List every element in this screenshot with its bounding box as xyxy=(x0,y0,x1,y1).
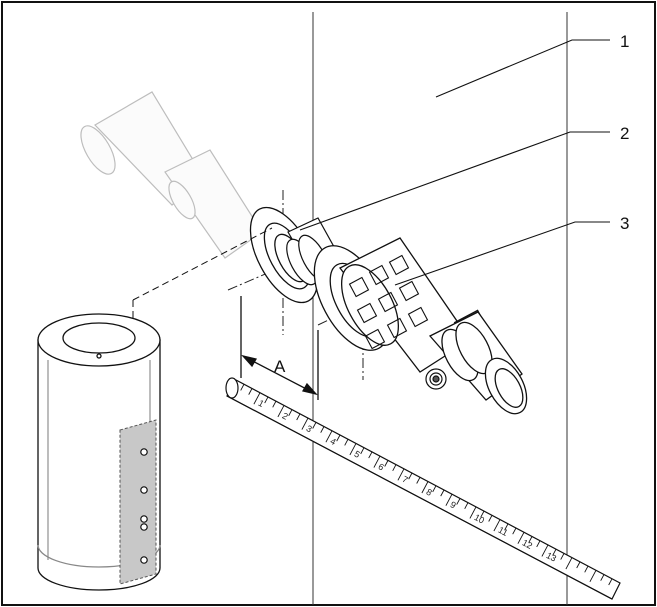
callout-3: 3 xyxy=(620,214,629,233)
connection-port xyxy=(140,523,148,531)
tape-tick xyxy=(392,464,397,472)
tape-tick xyxy=(301,417,309,430)
connection-port xyxy=(140,515,148,523)
tape-number: 11 xyxy=(497,525,510,538)
dimension-label: A xyxy=(274,357,286,376)
tape-tick xyxy=(248,388,253,395)
exhaust-terminal xyxy=(428,311,528,415)
intake-grille xyxy=(348,254,429,350)
tape-number: 5 xyxy=(353,449,362,460)
tape-tick xyxy=(368,451,373,459)
tape-number: 6 xyxy=(377,461,386,472)
tape-tick xyxy=(360,447,365,455)
reference-connector xyxy=(132,227,273,430)
tape-number: 3 xyxy=(305,423,314,434)
tape-tick xyxy=(296,413,301,421)
tape-tick xyxy=(408,472,413,480)
tape-tick xyxy=(272,400,277,408)
connection-port xyxy=(140,486,148,494)
condensate-nozzle xyxy=(425,368,447,390)
tape-tick xyxy=(440,489,445,497)
tape-number: 13 xyxy=(545,550,559,564)
tape-tick xyxy=(517,532,525,544)
connection-panel xyxy=(119,419,157,585)
tape-tick xyxy=(432,485,437,493)
callout-1: 1 xyxy=(620,32,629,51)
tape-tick xyxy=(288,409,293,417)
tape-tick xyxy=(416,477,421,484)
tape-number: 12 xyxy=(521,537,535,551)
tape-tick xyxy=(312,422,317,429)
callout-leaders xyxy=(299,39,610,286)
connection-port xyxy=(140,556,148,564)
tape-number: 8 xyxy=(425,487,434,498)
tape-tick xyxy=(397,468,405,481)
tape-tick xyxy=(565,557,573,570)
tape-tick xyxy=(536,540,541,548)
tape-number: 1 xyxy=(257,398,266,409)
tape-tick xyxy=(253,392,261,405)
tape-tick xyxy=(493,519,501,532)
tape-tick xyxy=(608,578,613,586)
connection-port xyxy=(140,448,148,456)
tape-tick xyxy=(277,405,285,418)
ghost-pipe xyxy=(80,91,263,259)
tape-tick xyxy=(421,481,429,494)
tape-tick xyxy=(373,455,381,468)
callout-2: 2 xyxy=(620,124,629,143)
tape-tick xyxy=(264,396,269,404)
tape-number: 9 xyxy=(449,499,458,510)
tape-tick xyxy=(336,434,341,442)
tape-tick xyxy=(488,515,493,522)
tape-tick xyxy=(384,460,389,467)
tape-tick xyxy=(584,565,589,573)
tape-tick xyxy=(541,544,549,557)
tape-number: 4 xyxy=(329,436,338,447)
dimension-a xyxy=(240,296,319,400)
tape-ticks xyxy=(240,383,613,586)
tape-tick xyxy=(456,498,461,505)
tape-number: 2 xyxy=(281,411,290,422)
tape-tick xyxy=(469,506,477,519)
tape-tick xyxy=(589,570,597,583)
tape-tick xyxy=(344,438,349,446)
tape-number: 7 xyxy=(401,474,410,485)
tape-tick xyxy=(552,548,557,556)
tape-tick xyxy=(445,493,453,506)
tape-tick xyxy=(240,383,245,391)
tape-tick xyxy=(512,527,517,535)
tape-tick xyxy=(325,430,333,443)
tape-tick xyxy=(320,426,325,433)
tape-tick xyxy=(600,574,605,581)
tape-tick xyxy=(464,502,469,510)
tape-number: 10 xyxy=(473,512,487,526)
tape-tick xyxy=(528,536,533,543)
tape-tick xyxy=(576,561,581,569)
tape-tick xyxy=(480,510,485,518)
tape-tick xyxy=(560,553,565,560)
tape-tick xyxy=(349,443,357,456)
tape-tick xyxy=(504,523,509,531)
